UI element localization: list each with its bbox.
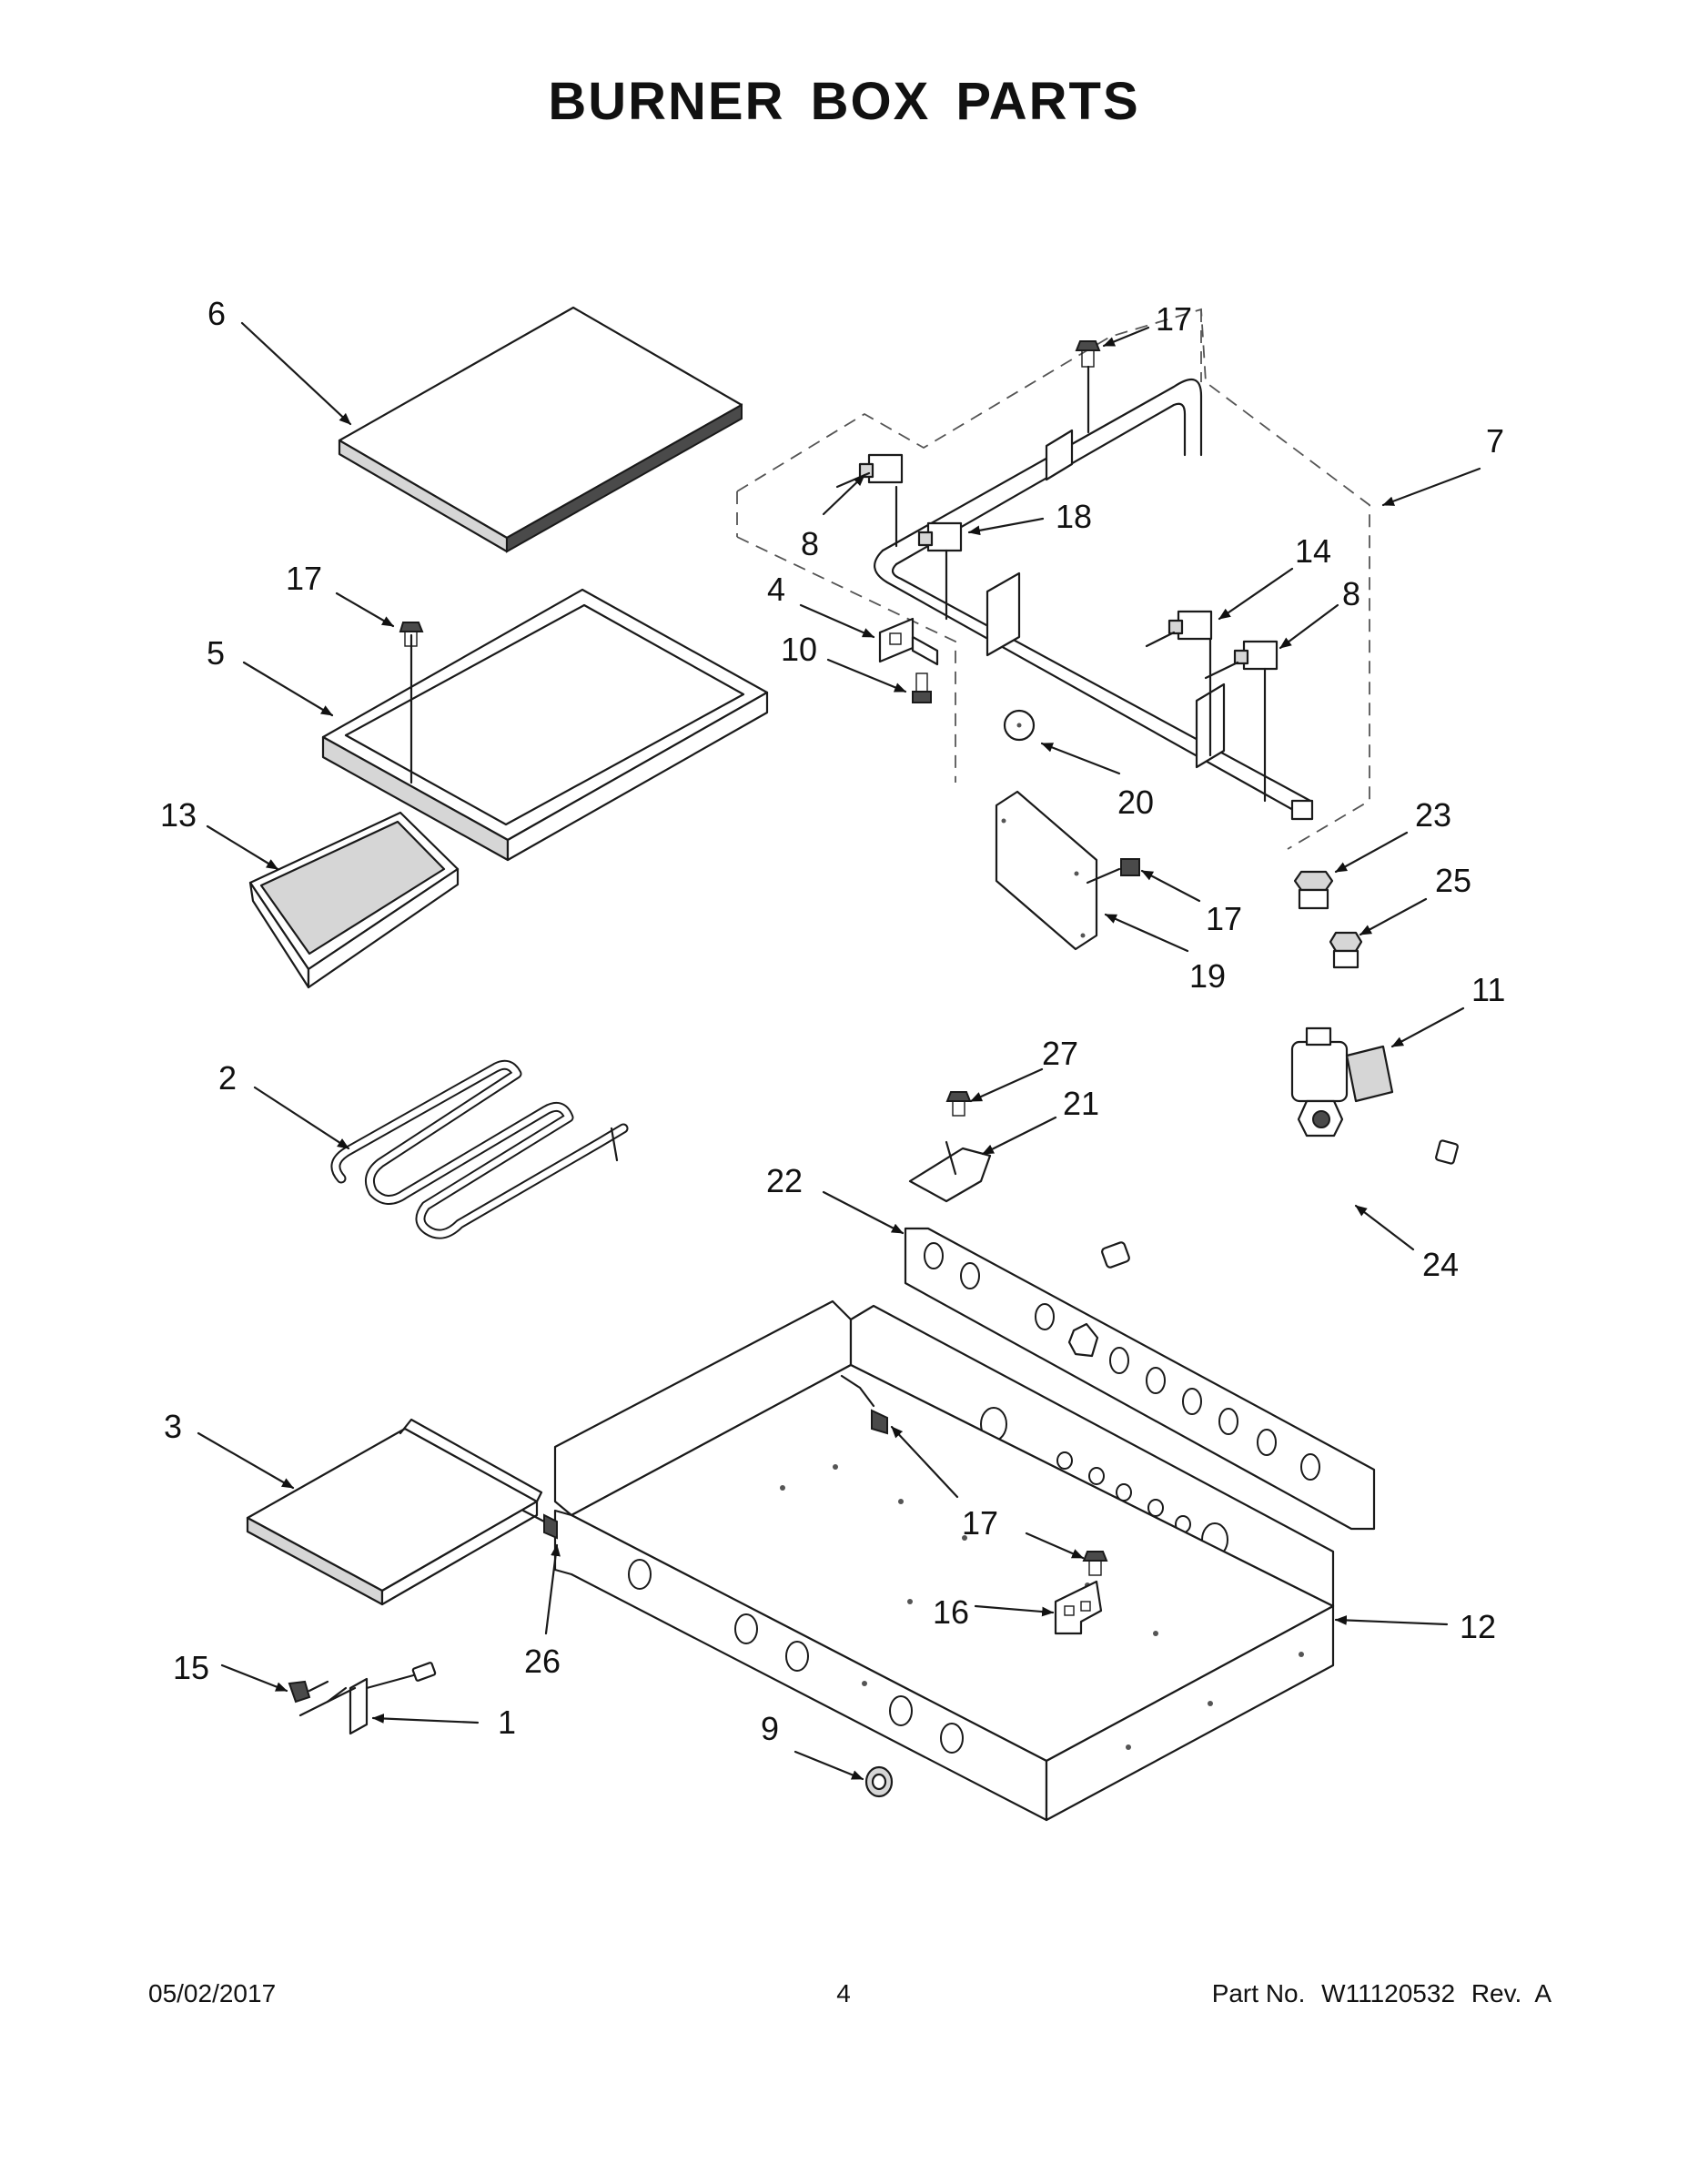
part-plate-21 — [908, 1140, 992, 1203]
part-nut-15 — [288, 1680, 329, 1704]
callout-14: 14 — [1295, 532, 1331, 570]
callout-26: 26 — [524, 1643, 561, 1680]
part-screw-16 — [1082, 1551, 1108, 1576]
callout-23: 23 — [1415, 796, 1451, 834]
part-valve-8-right — [1204, 640, 1279, 803]
part-panel-22 — [904, 1227, 1376, 1531]
callout-17-left: 17 — [286, 560, 322, 597]
part-fitting-23 — [1293, 870, 1334, 910]
footer-page-number: 4 — [836, 1979, 851, 2007]
part-griddle-plate — [338, 306, 743, 553]
part-valve-8-top — [835, 453, 904, 548]
part-fitting-25 — [1329, 931, 1363, 969]
callout-12: 12 — [1460, 1608, 1496, 1645]
callout-17-mid: 17 — [1206, 900, 1242, 937]
footer-date: 05/02/2017 — [148, 1979, 277, 2007]
callout-20: 20 — [1117, 784, 1154, 821]
part-regulator-11 — [1290, 1026, 1394, 1138]
part-screw-top — [1075, 340, 1101, 434]
footer-part-prefix: Part No. — [1211, 1979, 1306, 2007]
callout-24: 24 — [1422, 1246, 1459, 1283]
part-gas-tube-24 — [1101, 1135, 1459, 1269]
callout-5: 5 — [207, 634, 225, 672]
callout-27: 27 — [1042, 1035, 1078, 1072]
part-valve-14 — [1145, 610, 1213, 757]
part-igniter-1 — [298, 1662, 437, 1735]
callout-17-box: 17 — [962, 1504, 998, 1542]
callout-7: 7 — [1486, 422, 1504, 460]
callout-25: 25 — [1435, 862, 1471, 899]
callout-15: 15 — [173, 1649, 209, 1686]
part-bracket-4 — [878, 617, 939, 666]
part-grease-tray — [248, 811, 460, 989]
callout-19: 19 — [1189, 957, 1226, 995]
part-disc-20 — [1003, 709, 1036, 742]
callout-9: 9 — [761, 1710, 779, 1747]
part-bracket-16 — [1054, 1580, 1103, 1635]
callout-4: 4 — [767, 571, 785, 608]
part-igniter-26 — [521, 1509, 558, 1540]
callout-3: 3 — [164, 1408, 182, 1445]
callout-11: 11 — [1471, 971, 1505, 1008]
callout-18: 18 — [1056, 498, 1092, 535]
callout-1: 1 — [498, 1704, 516, 1741]
callout-22: 22 — [766, 1162, 803, 1199]
footer-part-value: W11120532 — [1321, 1979, 1456, 2007]
part-screw-10 — [912, 672, 932, 703]
part-cover-plate-19 — [995, 790, 1098, 951]
part-screw-left — [399, 622, 424, 647]
footer-part-number: Part No. W11120532 Rev. A — [1212, 1979, 1552, 2008]
callout-21: 21 — [1063, 1085, 1099, 1122]
part-drip-tray-3 — [246, 1418, 543, 1606]
page-title: BURNER BOX PARTS — [548, 72, 1140, 131]
callout-8-right: 8 — [1342, 575, 1360, 612]
part-valve-18 — [917, 521, 963, 621]
callout-2: 2 — [218, 1059, 237, 1097]
footer-revision: Rev. A — [1471, 1979, 1552, 2007]
callout-13: 13 — [160, 796, 197, 834]
callout-17-top: 17 — [1156, 300, 1192, 338]
leader-lines — [197, 321, 1481, 1781]
part-burner-box-12 — [553, 1299, 1335, 1822]
callout-6: 6 — [207, 295, 226, 332]
part-griddle-frame — [321, 588, 769, 862]
part-screw-box — [840, 1374, 888, 1435]
part-element-2 — [330, 1059, 629, 1239]
callout-16: 16 — [933, 1593, 969, 1631]
part-knob-9 — [864, 1765, 894, 1798]
callout-8-top: 8 — [801, 525, 819, 562]
callout-10: 10 — [781, 631, 817, 668]
part-screw-27 — [945, 1091, 972, 1117]
part-screw-19 — [1086, 858, 1140, 885]
part-burner-assembly — [736, 308, 1370, 850]
callout-labels: 6 17 5 13 7 17 8 18 14 8 4 10 20 17 19 2… — [160, 295, 1505, 1747]
